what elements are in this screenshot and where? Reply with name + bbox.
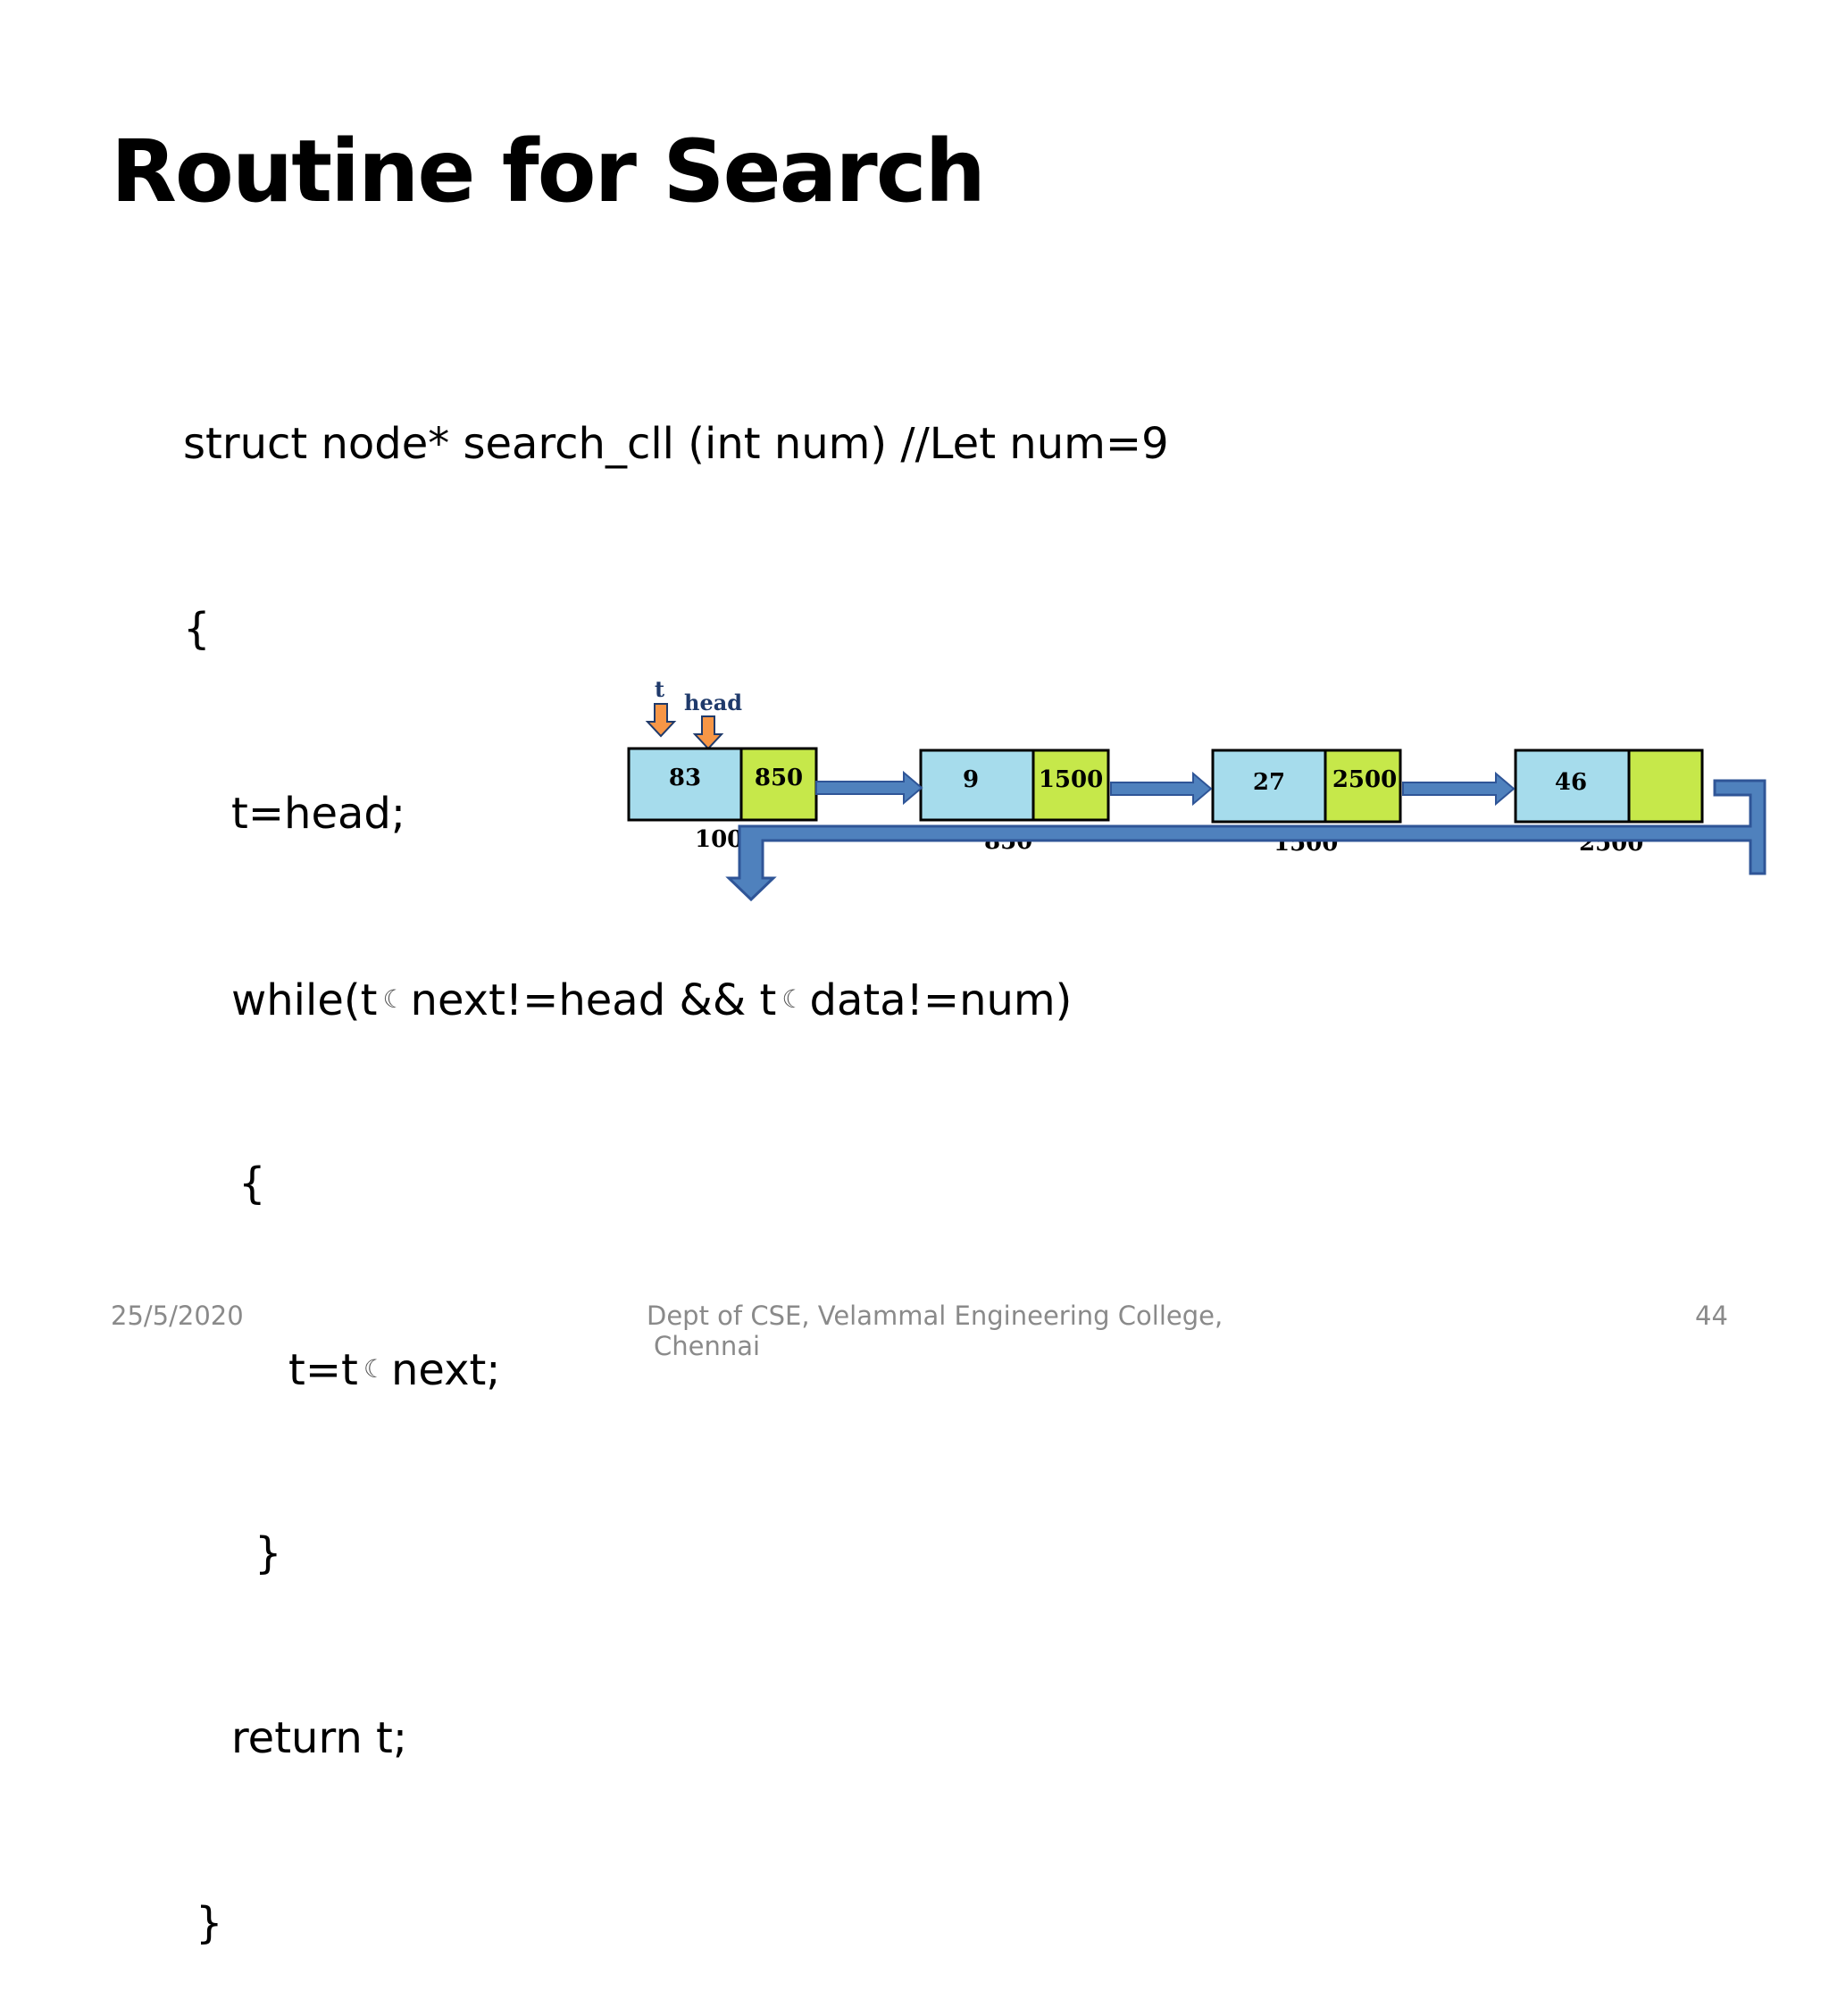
code-while-part: while(t bbox=[231, 975, 378, 1025]
code-block: struct node* search_cll (int num) //Let … bbox=[183, 290, 1169, 2016]
pointer-head-label: head bbox=[684, 690, 742, 715]
footer-dept-line2: Chennai bbox=[654, 1331, 761, 1361]
link-arrow-icon bbox=[1402, 771, 1516, 807]
node-next-cell bbox=[739, 747, 818, 822]
node-next-cell bbox=[1031, 749, 1110, 822]
pointer-arrow-icon: ☾ bbox=[781, 984, 805, 1014]
node-next-cell bbox=[1627, 749, 1704, 824]
code-line-9: } bbox=[196, 1898, 223, 1948]
footer-date: 25/5/2020 bbox=[111, 1301, 244, 1331]
list-node: 9 1500 850 bbox=[919, 749, 1110, 855]
node-data-value: 46 bbox=[1555, 769, 1587, 796]
code-line-7: } bbox=[255, 1528, 282, 1578]
head-pointer-arrow-icon bbox=[692, 715, 724, 750]
page-number: 44 bbox=[1695, 1301, 1728, 1331]
t-pointer-arrow-icon bbox=[645, 703, 677, 738]
link-arrow-icon bbox=[1110, 771, 1213, 807]
slide-title: Routine for Search bbox=[111, 121, 986, 222]
circular-return-arrow-icon bbox=[725, 779, 1766, 902]
node-data-value: 83 bbox=[669, 765, 701, 791]
code-line-8: return t; bbox=[231, 1713, 408, 1763]
code-data-cond: data!=num) bbox=[809, 975, 1073, 1025]
footer-department: Dept of CSE, Velammal Engineering Colleg… bbox=[647, 1301, 1236, 1361]
list-node: 46 2500 bbox=[1514, 749, 1704, 857]
link-arrow-icon bbox=[815, 770, 923, 806]
node-data-value: 27 bbox=[1253, 769, 1285, 796]
node-next-value: 850 bbox=[755, 765, 803, 791]
pointer-arrow-icon: ☾ bbox=[382, 984, 405, 1014]
code-line-1: struct node* search_cll (int num) //Let … bbox=[183, 419, 1169, 469]
code-line-3: t=head; bbox=[231, 789, 406, 839]
list-node: 83 850 1000 bbox=[627, 747, 818, 853]
node-next-value: 1500 bbox=[1039, 766, 1103, 793]
node-data-cell bbox=[1211, 749, 1327, 824]
code-line-2: { bbox=[183, 604, 211, 654]
code-line-4: while(t☾next!=head && t☾data!=num) bbox=[183, 968, 1169, 1030]
node-next-value: 2500 bbox=[1332, 766, 1397, 793]
node-data-cell bbox=[1514, 749, 1631, 824]
footer-dept-line1: Dept of CSE, Velammal Engineering Colleg… bbox=[647, 1301, 1224, 1331]
node-next-cell bbox=[1324, 749, 1402, 824]
node-data-value: 9 bbox=[963, 766, 979, 793]
circular-linked-list-diagram: t head 83 850 1000 9 1500 850 27 2500 15… bbox=[627, 676, 1766, 902]
pointer-t-label: t bbox=[655, 676, 664, 702]
code-line-5: { bbox=[238, 1159, 266, 1209]
code-next-cond: next!=head && t bbox=[410, 975, 777, 1025]
